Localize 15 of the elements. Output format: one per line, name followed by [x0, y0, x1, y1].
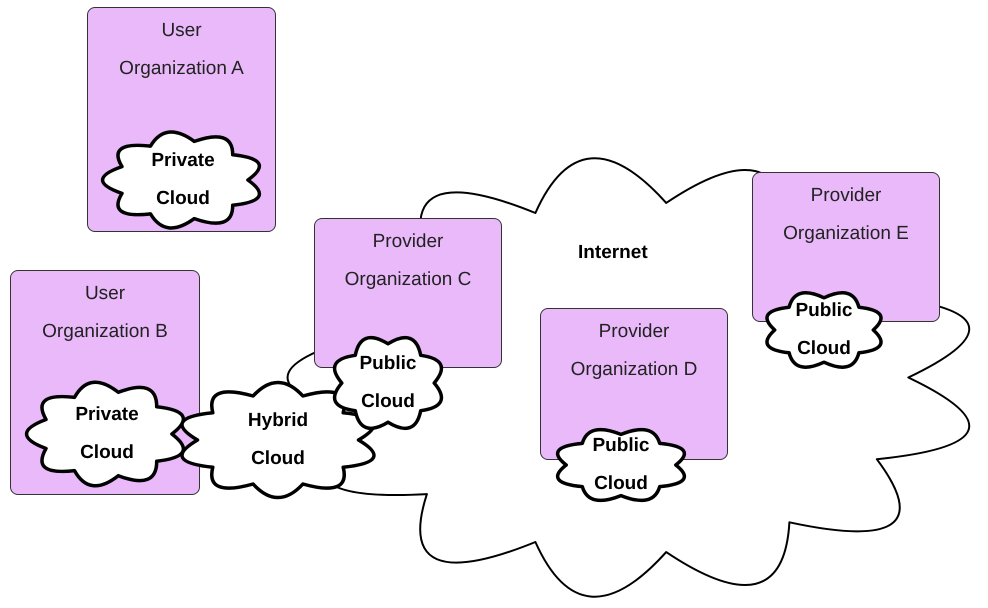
cloud-label: Internet	[578, 241, 648, 265]
box-heading: Provider Organization D	[570, 320, 698, 382]
box-heading: User Organization B	[41, 282, 169, 344]
box-heading: Provider Organization E	[782, 184, 910, 246]
cloud-label: Private Cloud	[74, 403, 140, 465]
cloud-label: Public Cloud	[794, 299, 854, 361]
box-heading: Provider Organization C	[344, 230, 472, 292]
organization-box	[87, 7, 276, 232]
cloud-label: Private Cloud	[150, 149, 216, 211]
cloud-label: Public Cloud	[358, 352, 418, 414]
cloud-label: Public Cloud	[591, 434, 650, 496]
organization-box	[10, 270, 200, 495]
organization-box	[540, 308, 728, 460]
cloud-label: Hybrid Cloud	[246, 409, 310, 471]
box-heading: User Organization A	[118, 19, 245, 81]
